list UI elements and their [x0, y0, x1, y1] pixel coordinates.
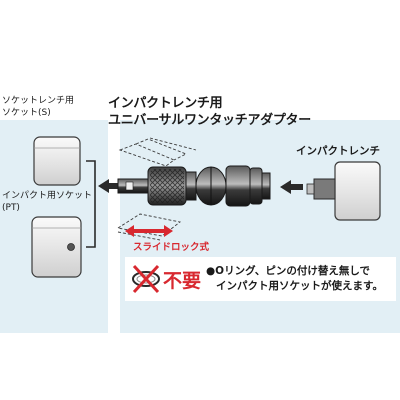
impact-wrench-label: インパクトレンチ [296, 145, 380, 157]
arrow-to-adapter-icon [280, 180, 303, 194]
arrow-left-icon [98, 179, 122, 193]
impact-socket-label-line1: インパクト用ソケット [2, 191, 93, 201]
socket-wrench-label-line2: ソケット(S) [2, 108, 51, 118]
socket-pt [31, 216, 82, 278]
double-arrow-icon [125, 225, 173, 237]
note-line2: インパクト用ソケットが使えます。 [216, 280, 383, 292]
impact-socket-label-line2: (PT) [2, 203, 20, 213]
not-required-label: 不要 [163, 270, 202, 292]
product-title-line2: ユニバーサルワンタッチアダプター [108, 113, 311, 128]
impact-wrench [306, 161, 381, 221]
slide-lock-label: スライドロック式 [133, 242, 210, 253]
note-text: ●Oリング、ピンの付け替え無しで インパクト用ソケットが使えます。 [206, 264, 383, 294]
crossed-o-ring-icon [132, 264, 160, 294]
adapter [117, 165, 271, 207]
impact-socket-label: インパクト用ソケット (PT) [2, 190, 92, 214]
socket-bracket [86, 160, 96, 248]
socket-wrench-label: ソケットレンチ用 ソケット(S) [2, 95, 74, 119]
socket-s [33, 136, 81, 186]
socket-wrench-label-line1: ソケットレンチ用 [2, 96, 75, 106]
product-title: インパクトレンチ用 ユニバーサルワンタッチアダプター [108, 95, 311, 129]
product-title-line1: インパクトレンチ用 [108, 96, 223, 111]
adapter-ghost-outline [116, 137, 197, 241]
note-box [125, 257, 396, 301]
note-line1: ●Oリング、ピンの付け替え無しで [206, 265, 371, 277]
